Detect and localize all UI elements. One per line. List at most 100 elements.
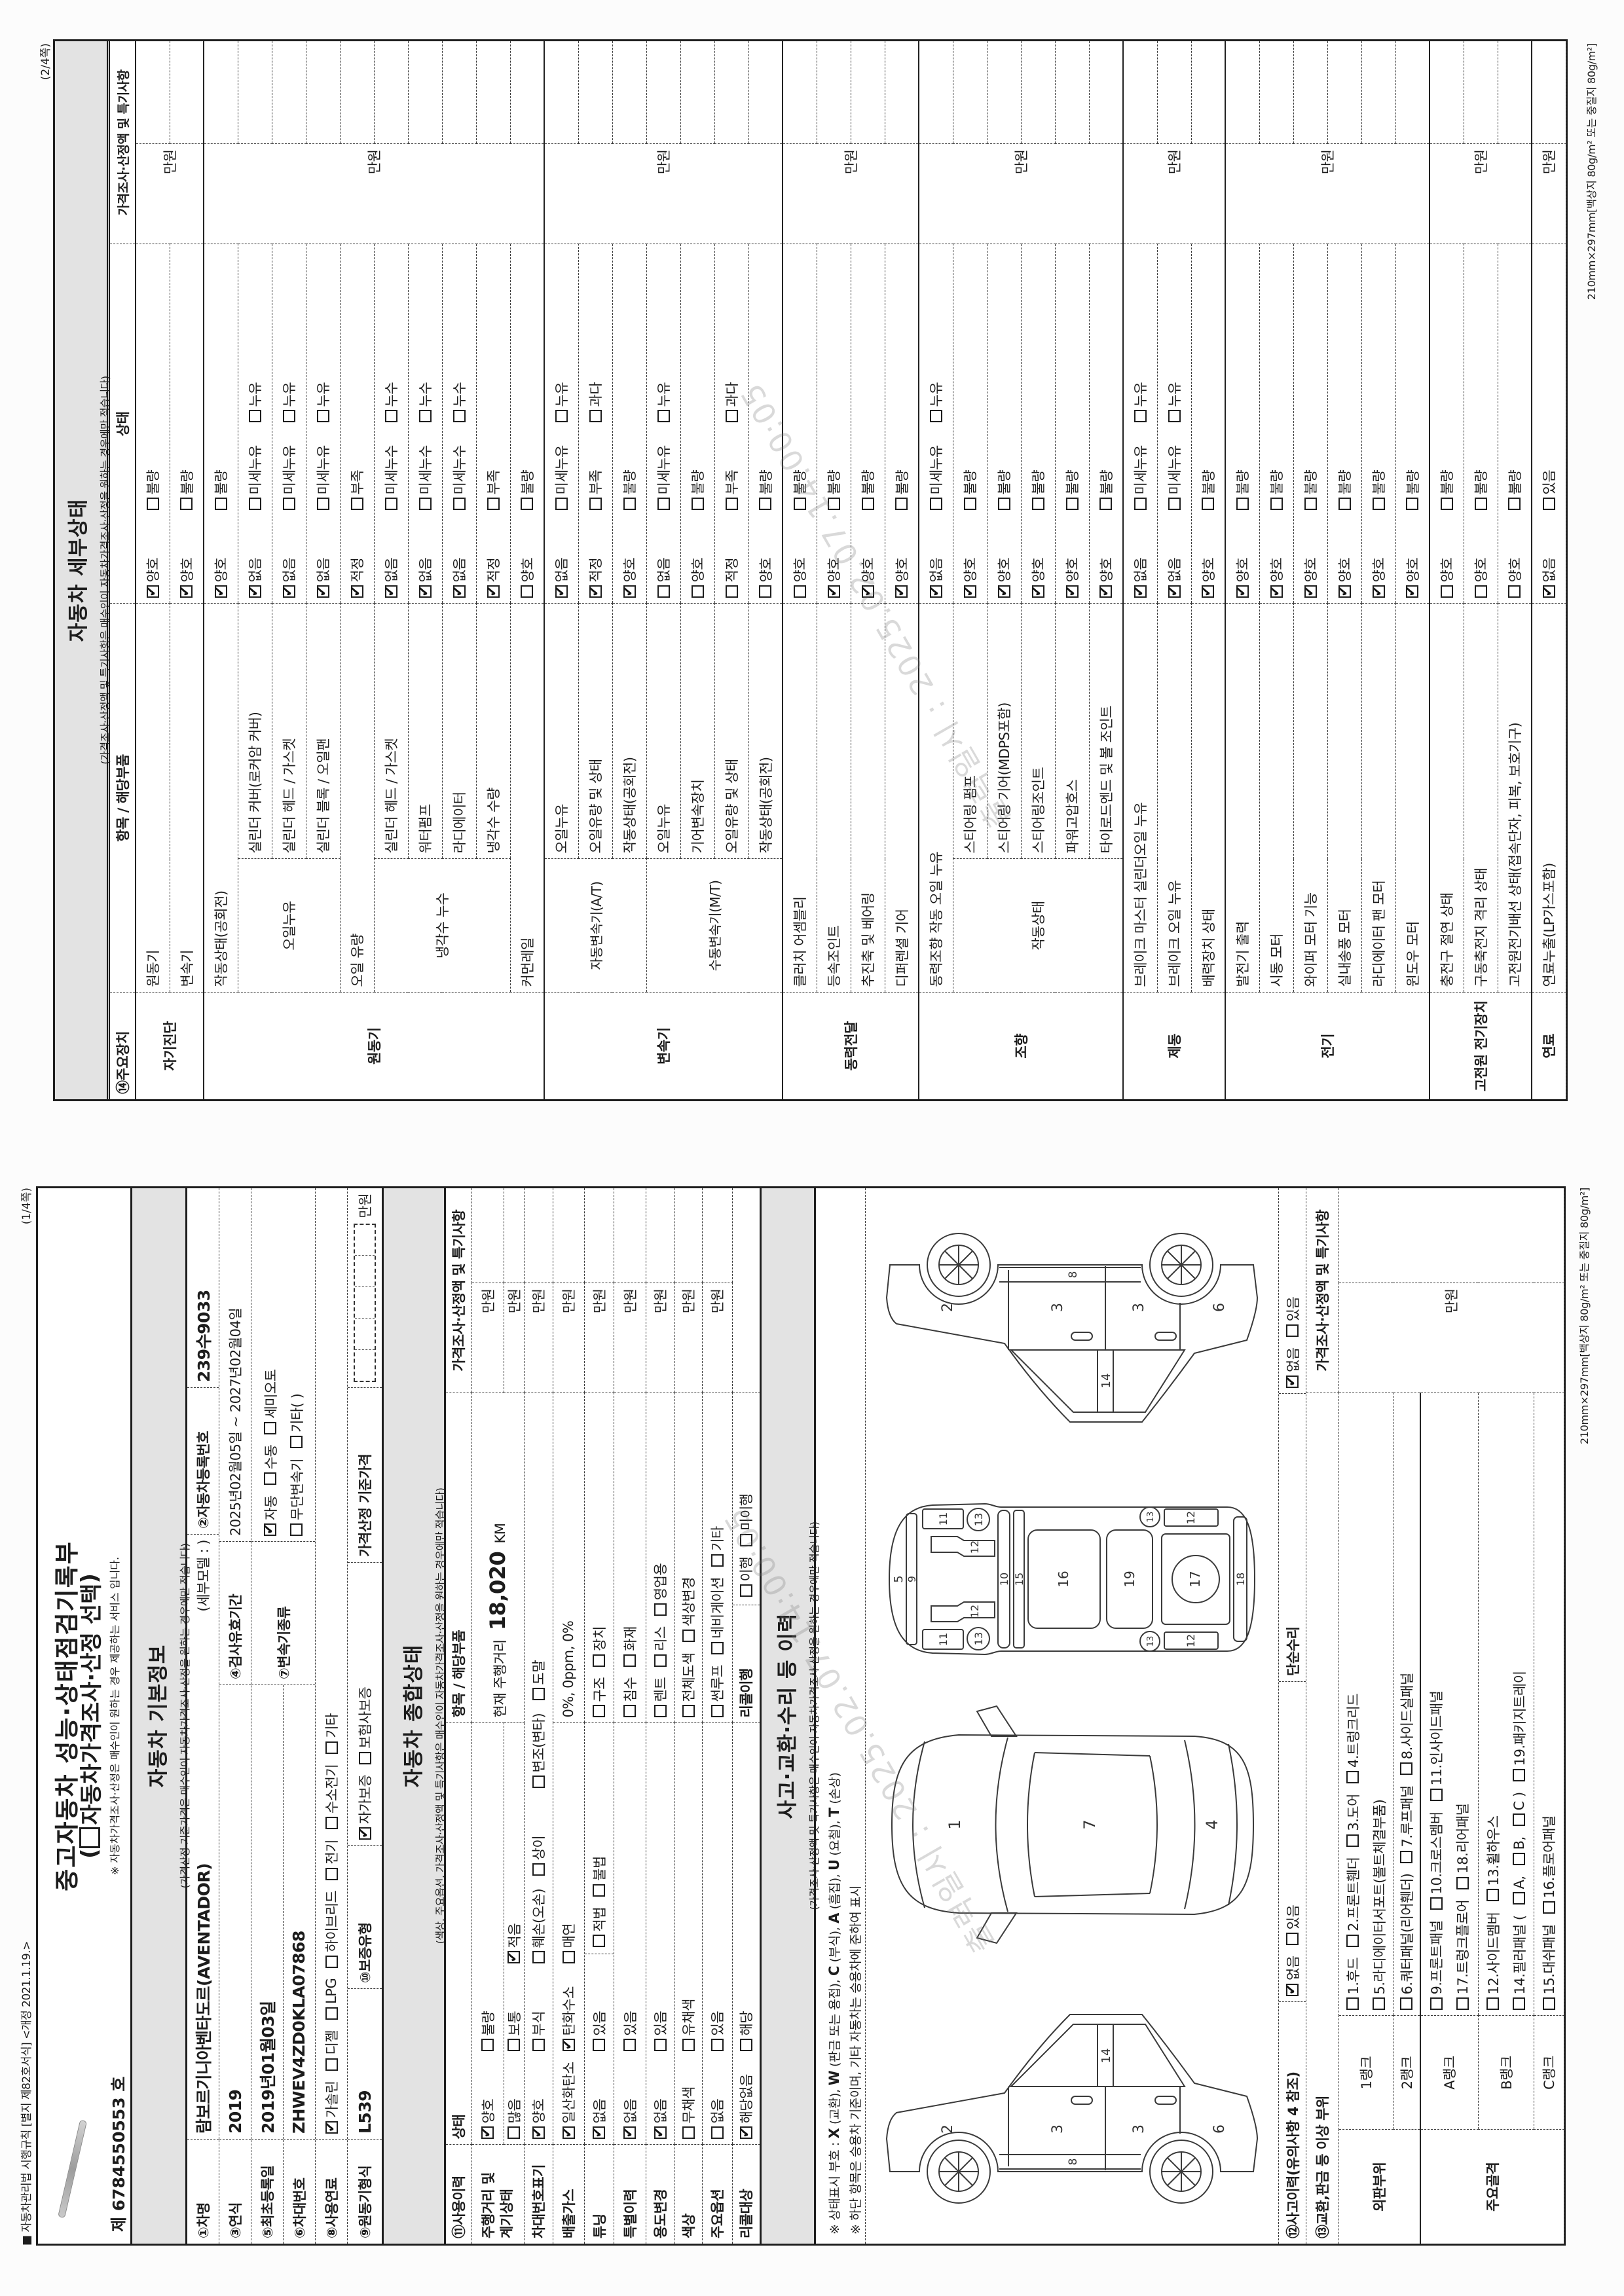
base-price-input[interactable] (354, 1223, 376, 1382)
checked-checkbox-icon[interactable] (1270, 585, 1283, 598)
checked-checkbox-icon[interactable] (963, 585, 976, 598)
checkbox-icon[interactable] (1542, 1997, 1555, 2011)
checkbox-icon[interactable] (682, 1630, 695, 1643)
checkbox-option[interactable]: 불량 (177, 433, 196, 511)
checkbox-icon[interactable] (593, 2039, 605, 2052)
checkbox-icon[interactable] (316, 498, 329, 511)
checkbox-option[interactable]: 6.쿼터패널(리어휀더) (1397, 1874, 1416, 2011)
checkbox-icon[interactable] (79, 1827, 100, 1849)
checkbox-option[interactable]: 장치 (589, 1626, 609, 1667)
checkbox-icon[interactable] (1065, 498, 1079, 511)
checkbox-option[interactable]: 양호 (1232, 521, 1252, 598)
checkbox-icon[interactable] (325, 2007, 338, 2020)
checked-checkbox-icon[interactable] (1065, 585, 1079, 598)
checkbox-option[interactable]: C ) (1511, 1792, 1527, 1827)
checked-checkbox-icon[interactable] (214, 585, 227, 598)
checked-checkbox-icon[interactable] (623, 2126, 636, 2140)
checkbox-icon[interactable] (1168, 498, 1181, 511)
checkbox-icon[interactable] (657, 585, 670, 598)
checkbox-option[interactable]: 미세누유 (551, 433, 571, 511)
checkbox-option[interactable]: 적법 (589, 1907, 609, 1948)
checkbox-option[interactable]: 12.사이드멤버 (1483, 1912, 1503, 2011)
checked-checkbox-icon[interactable] (507, 1951, 520, 1964)
checked-checkbox-icon[interactable] (1099, 585, 1113, 598)
checked-checkbox-icon[interactable] (589, 585, 602, 598)
checkbox-option[interactable]: 양호 (619, 521, 639, 598)
checked-checkbox-icon[interactable] (1236, 585, 1249, 598)
checkbox-icon[interactable] (929, 410, 942, 423)
checkbox-option[interactable]: 양호 (688, 521, 707, 598)
checkbox-icon[interactable] (1513, 1813, 1525, 1827)
checkbox-icon[interactable] (358, 1751, 371, 1764)
checked-checkbox-icon[interactable] (1031, 585, 1044, 598)
checkbox-option[interactable]: 불량 (824, 433, 843, 511)
checkbox-option[interactable]: 16.플로어패널 (1539, 1815, 1559, 1914)
checkbox-option[interactable]: 누수 (449, 346, 469, 423)
checkbox-option[interactable]: 13.휠하우스 (1483, 1815, 1503, 1902)
checkbox-option[interactable]: 양호 (1471, 521, 1490, 598)
checkbox-icon[interactable] (146, 498, 159, 511)
checkbox-icon[interactable] (452, 410, 466, 423)
checkbox-option[interactable]: 없음 (1164, 521, 1184, 598)
checked-checkbox-icon[interactable] (1134, 585, 1147, 598)
checkbox-icon[interactable] (180, 498, 193, 511)
checkbox-option[interactable]: 양호 (1266, 521, 1286, 598)
checkbox-option[interactable]: 누유 (313, 346, 333, 423)
checked-checkbox-icon[interactable] (1202, 585, 1215, 598)
checkbox-icon[interactable] (1134, 410, 1147, 423)
checkbox-icon[interactable] (654, 2039, 667, 2052)
checkbox-icon[interactable] (1372, 498, 1385, 511)
checkbox-icon[interactable] (1400, 1762, 1413, 1776)
checkbox-option[interactable]: 양호 (1505, 521, 1524, 598)
checkbox-option[interactable]: 기타 (707, 1526, 727, 1567)
checkbox-option[interactable]: 과다 (722, 346, 741, 423)
checkbox-option[interactable]: 누유 (1164, 346, 1184, 423)
checkbox-option[interactable]: 불량 (619, 433, 639, 511)
checkbox-option[interactable]: 색상변경 (678, 1577, 698, 1643)
checkbox-icon[interactable] (214, 498, 227, 511)
checkbox-icon[interactable] (1236, 498, 1249, 511)
checkbox-option[interactable]: 부족 (722, 433, 741, 511)
checkbox-icon[interactable] (1134, 498, 1147, 511)
checkbox-option[interactable]: 4.트렁크리드 (1343, 1694, 1363, 1783)
checkbox-icon[interactable] (654, 1654, 667, 1667)
checkbox-option[interactable]: 없음 (589, 2062, 609, 2140)
checkbox-icon[interactable] (1508, 585, 1521, 598)
checkbox-option[interactable]: 불량 (1266, 433, 1286, 511)
checked-checkbox-icon[interactable] (593, 2126, 605, 2140)
checkbox-icon[interactable] (682, 2126, 695, 2140)
checked-checkbox-icon[interactable] (1286, 1984, 1299, 1996)
checkbox-option[interactable]: 렌트 (650, 1677, 670, 1718)
checked-checkbox-icon[interactable] (180, 585, 193, 598)
checkbox-icon[interactable] (710, 2126, 724, 2140)
checkbox-icon[interactable] (759, 498, 772, 511)
checkbox-option[interactable]: 있음 (650, 1975, 670, 2052)
checkbox-option[interactable]: 무단변속기 (287, 1459, 306, 1536)
checked-checkbox-icon[interactable] (1406, 585, 1419, 598)
checkbox-option[interactable]: 수동 (261, 1445, 280, 1485)
checkbox-icon[interactable] (555, 410, 568, 423)
checkbox-option[interactable]: 없음 (449, 521, 469, 598)
checkbox-option[interactable]: 미이행 (736, 1493, 756, 1546)
checkbox-icon[interactable] (710, 1642, 724, 1655)
checkbox-option[interactable]: 무채색 (678, 2062, 698, 2140)
checkbox-option[interactable]: 부식 (528, 1975, 548, 2052)
checkbox-icon[interactable] (562, 1951, 575, 1964)
checkbox-option[interactable]: 하이브리드 (322, 1891, 341, 1968)
checked-checkbox-icon[interactable] (1168, 585, 1181, 598)
checkbox-icon[interactable] (384, 410, 397, 423)
checkbox-icon[interactable] (589, 410, 602, 423)
checkbox-option[interactable]: 없음 (620, 2062, 640, 2140)
checkbox-icon[interactable] (1304, 498, 1317, 511)
checkbox-icon[interactable] (532, 2039, 545, 2052)
checkbox-option[interactable]: 디젤 (322, 2030, 341, 2071)
checkbox-icon[interactable] (264, 1472, 276, 1485)
checkbox-icon[interactable] (1099, 498, 1113, 511)
checkbox-icon[interactable] (1286, 1933, 1299, 1946)
checkbox-option[interactable]: 불량 (1301, 433, 1320, 511)
checked-checkbox-icon[interactable] (1286, 1376, 1299, 1388)
checkbox-icon[interactable] (861, 498, 874, 511)
checkbox-icon[interactable] (1486, 1889, 1499, 1902)
checkbox-icon[interactable] (593, 1884, 605, 1897)
checked-checkbox-icon[interactable] (1542, 585, 1555, 598)
